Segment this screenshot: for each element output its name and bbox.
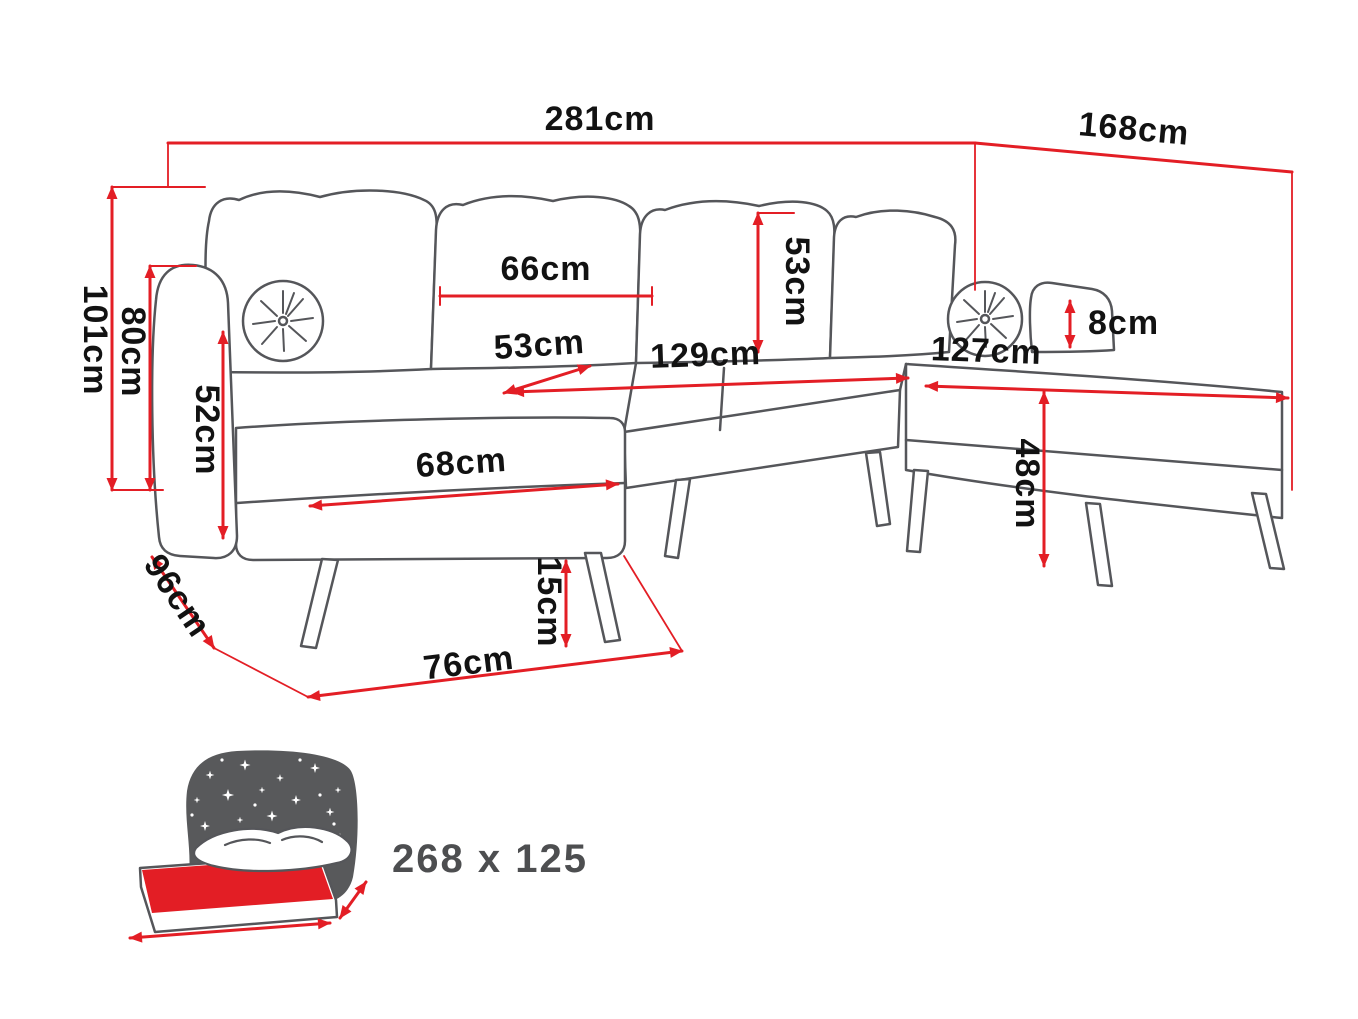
right-chaise-seam <box>904 438 1284 472</box>
dim-label-seat-width-right: 127cm <box>930 330 1042 372</box>
dim-line-chaise-seat-width <box>308 479 620 511</box>
sleeping-width-arrow <box>128 918 332 943</box>
middle-seat-front <box>622 388 902 490</box>
back-pillow-3 <box>634 200 836 365</box>
sofa-legs <box>299 450 1286 650</box>
dim-label-seat-depth: 53cm <box>493 323 586 367</box>
dim-line-chaise-base-width <box>306 647 684 701</box>
extension-line <box>213 647 309 698</box>
middle-seat-left-edge <box>622 361 638 434</box>
dim-label-armrest-depth: 96cm <box>136 548 218 645</box>
sleeping-area-icon: 268 x 125 <box>128 750 588 943</box>
back-pillow-1 <box>204 189 438 374</box>
dim-label-overall-width: 281cm <box>545 100 656 138</box>
leg <box>905 468 930 554</box>
leg <box>663 477 692 560</box>
extension-line <box>623 555 683 652</box>
dim-label-overall-depth-right: 168cm <box>1077 105 1191 153</box>
dim-label-leg-height: 15cm <box>530 557 568 648</box>
leg <box>1084 501 1114 588</box>
round-cushion-left <box>241 279 325 363</box>
dim-label-overall-height: 101cm <box>76 285 114 396</box>
leg <box>299 557 340 650</box>
leg <box>583 551 622 644</box>
dimension-labels: 281cm 168cm 101cm 80cm 52cm 96cm 66cm 53… <box>76 100 1191 687</box>
dim-line-seat-width-center <box>510 372 910 398</box>
dim-label-armrest-height: 52cm <box>188 385 226 476</box>
duvet <box>192 825 353 873</box>
dim-label-back-cushion-width: 66cm <box>501 250 592 288</box>
dim-line-overall-depth-right <box>973 141 1294 174</box>
dim-label-backrest-height: 80cm <box>114 307 152 398</box>
leg <box>864 450 892 528</box>
sofa-outline-drawing <box>150 189 1286 650</box>
dim-label-back-cushion-height: 53cm <box>778 237 816 328</box>
dim-line-armrest-depth <box>150 555 216 650</box>
leg <box>1250 491 1286 571</box>
back-pillow-4 <box>828 209 957 360</box>
dim-label-chaise-seat-width: 68cm <box>415 441 508 485</box>
dim-label-armrest-above-seat: 8cm <box>1088 304 1159 342</box>
dimension-lines <box>106 141 1294 701</box>
sleeping-depth-arrow <box>338 880 368 920</box>
round-cushion-right <box>946 280 1024 358</box>
dim-label-seat-height-right: 48cm <box>1008 439 1046 530</box>
dim-line-seat-width-right <box>924 380 1290 404</box>
sleeping-size-label: 268 x 125 <box>392 837 588 881</box>
dim-label-seat-width-center: 129cm <box>650 334 762 376</box>
dim-label-chaise-base-width: 76cm <box>421 639 516 688</box>
sleeping-size-arrows <box>128 880 368 943</box>
